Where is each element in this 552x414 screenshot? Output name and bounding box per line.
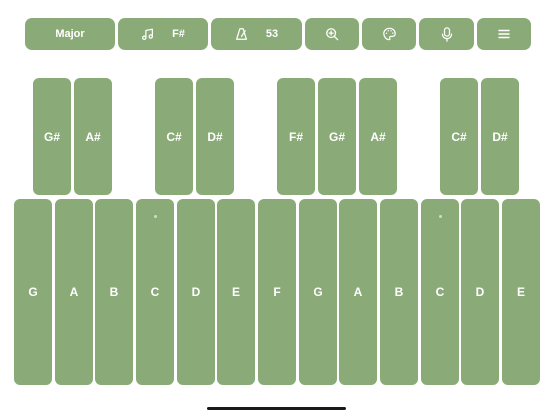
white-key-g[interactable]: G: [299, 199, 337, 385]
key-label: E: [516, 285, 525, 299]
key-label: D: [191, 285, 201, 299]
key-label: F: [273, 285, 281, 299]
c-marker-dot: [153, 215, 157, 218]
c-marker-dot: [438, 215, 442, 218]
tempo-value: 53: [265, 28, 279, 40]
white-key-b[interactable]: B: [95, 199, 133, 385]
metronome-icon: [235, 27, 248, 41]
white-key-d[interactable]: D: [177, 199, 215, 385]
white-key-b[interactable]: B: [380, 199, 418, 385]
key-label: D#: [492, 129, 508, 144]
key-label: G#: [43, 129, 60, 144]
key-label: A: [353, 285, 363, 299]
key-label: D#: [207, 129, 223, 144]
white-key-a[interactable]: A: [55, 199, 93, 385]
black-key-c-sharp[interactable]: C#: [155, 78, 193, 195]
black-key-d-sharp[interactable]: D#: [481, 78, 519, 195]
key-label: B: [394, 285, 404, 299]
white-key-d[interactable]: D: [461, 199, 499, 385]
key-label: A: [69, 285, 79, 299]
zoom-button[interactable]: [305, 18, 359, 50]
music-note-icon: [141, 28, 154, 41]
key-label: G#: [328, 129, 345, 144]
theme-button[interactable]: [362, 18, 416, 50]
key-label: B: [109, 285, 119, 299]
black-key-d-sharp[interactable]: D#: [196, 78, 234, 195]
scale-label: Major: [55, 28, 85, 40]
scale-selector-button[interactable]: Major: [25, 18, 115, 50]
white-key-e[interactable]: E: [502, 199, 540, 385]
white-key-e[interactable]: E: [217, 199, 255, 385]
key-label: E: [231, 285, 240, 299]
black-key-f-sharp[interactable]: F#: [277, 78, 315, 195]
key-label: F#: [172, 28, 185, 40]
black-key-g-sharp[interactable]: G#: [33, 78, 71, 195]
key-label: C#: [451, 129, 467, 144]
key-selector-button[interactable]: F#: [118, 18, 208, 50]
home-indicator[interactable]: [207, 407, 346, 410]
hamburger-menu-icon: [498, 29, 510, 39]
key-label: G: [313, 285, 323, 299]
key-label: C: [150, 285, 160, 299]
white-key-f[interactable]: F: [258, 199, 296, 385]
black-key-c-sharp[interactable]: C#: [440, 78, 478, 195]
white-key-c[interactable]: C: [421, 199, 459, 385]
key-label: C#: [166, 129, 182, 144]
menu-button[interactable]: [477, 18, 531, 50]
zoom-in-icon: [325, 27, 339, 41]
key-label: D: [475, 285, 485, 299]
key-label: F#: [288, 129, 303, 144]
tempo-button[interactable]: 53: [211, 18, 302, 50]
key-label: A#: [370, 129, 386, 144]
white-key-a[interactable]: A: [339, 199, 377, 385]
key-label: G: [28, 285, 38, 299]
black-key-a-sharp[interactable]: A#: [359, 78, 397, 195]
key-label: C: [435, 285, 445, 299]
white-key-g[interactable]: G: [14, 199, 52, 385]
palette-icon: [382, 27, 397, 41]
microphone-icon: [441, 26, 453, 42]
black-key-g-sharp[interactable]: G#: [318, 78, 356, 195]
black-key-a-sharp[interactable]: A#: [74, 78, 112, 195]
key-label: A#: [85, 129, 101, 144]
microphone-button[interactable]: [419, 18, 474, 50]
white-key-c[interactable]: C: [136, 199, 174, 385]
